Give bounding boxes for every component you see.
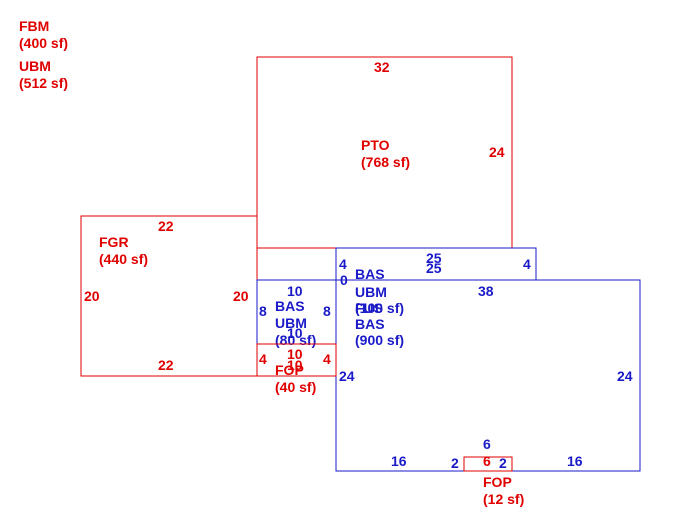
fgr-dim-top: 22 [158, 218, 174, 234]
bas-upper-dim-bottom: 25 [426, 260, 442, 276]
bas-upper-area: 25 25 4 4 0 BAS UBM (100 sf) [335, 247, 537, 316]
fop-bottom-area-label: (12 sf) [483, 491, 524, 507]
pto-area: 32 24 PTO (768 sf) [256, 56, 513, 249]
pto-code: PTO [361, 137, 390, 153]
fgr-dim-right: 20 [233, 288, 249, 304]
bas-upper-dim-left: 4 [339, 256, 347, 272]
fgr-area: 22 20 20 22 FGR (440 sf) [80, 215, 258, 377]
fgr-area-label: (440 sf) [99, 251, 148, 267]
fop-small-dim-right: 4 [323, 351, 331, 367]
fop-small-code: FOP [275, 362, 304, 378]
fop-small-area: 4 10 4 10 FOP (40 sf) [256, 343, 337, 395]
main-dim-notch-top: 6 [483, 436, 491, 452]
bas-small-dim-left: 8 [259, 303, 267, 319]
fop-bottom-code: FOP [483, 474, 512, 490]
bas-upper-dim-top: 25 [426, 250, 442, 266]
summary-fbm-code: FBM [19, 18, 49, 34]
bas-small-dim-right: 8 [323, 303, 331, 319]
main-dim-top: 38 [478, 283, 494, 299]
summary-ubm-area: (512 sf) [19, 75, 68, 91]
main-dim-bottom-left: 16 [391, 453, 407, 469]
area-summary: FBM (400 sf) UBM (512 sf) [19, 18, 68, 91]
fgr-dim-bottom: 22 [158, 357, 174, 373]
main-dim-notch-left: 2 [451, 455, 459, 471]
main-dim-notch-right: 2 [499, 455, 507, 471]
pto-dim-right: 24 [489, 144, 505, 160]
bas-small-code: BAS [275, 298, 305, 314]
summary-ubm-code: UBM [19, 58, 51, 74]
bas-upper-dim-inner: 0 [340, 272, 348, 288]
fop-small-outline [256, 343, 337, 377]
fop-bottom-area: 6 FOP (12 sf) [463, 453, 524, 507]
bas-upper-code: BAS [355, 266, 385, 282]
bas-upper-code-2: UBM [355, 284, 387, 300]
main-code: FUS [355, 300, 383, 316]
fop-bottom-dim: 6 [483, 453, 491, 469]
pto-area-label: (768 sf) [361, 154, 410, 170]
main-area: 38 24 24 16 16 2 2 6 FUS BAS (900 sf) [335, 279, 641, 472]
fop-bottom-outline [463, 456, 513, 472]
main-dim-bottom-right: 16 [567, 453, 583, 469]
summary-fbm-area: (400 sf) [19, 35, 68, 51]
bas-upper-outline [335, 247, 537, 281]
fop-small-dim-bottom: 10 [287, 357, 303, 373]
bas-small-area: 10 8 8 10 BAS UBM (80 sf) [256, 279, 337, 348]
fgr-dim-left: 20 [84, 288, 100, 304]
pto-dim-top: 32 [374, 59, 390, 75]
fop-small-dim-top: 10 [287, 346, 303, 362]
main-code-2: BAS [355, 316, 385, 332]
fop-small-area-label: (40 sf) [275, 379, 316, 395]
bas-upper-area-label: (100 sf) [355, 300, 404, 316]
bas-upper-dim-right: 4 [523, 256, 531, 272]
main-area-label: (900 sf) [355, 332, 404, 348]
fgr-code: FGR [99, 234, 129, 250]
main-dim-left: 24 [339, 368, 355, 384]
fop-small-dim-left: 4 [259, 351, 267, 367]
bas-small-code-2: UBM [275, 315, 307, 331]
bas-small-dim-top: 10 [287, 283, 303, 299]
main-dim-right: 24 [617, 368, 633, 384]
bas-small-dim-bottom: 10 [287, 325, 303, 341]
